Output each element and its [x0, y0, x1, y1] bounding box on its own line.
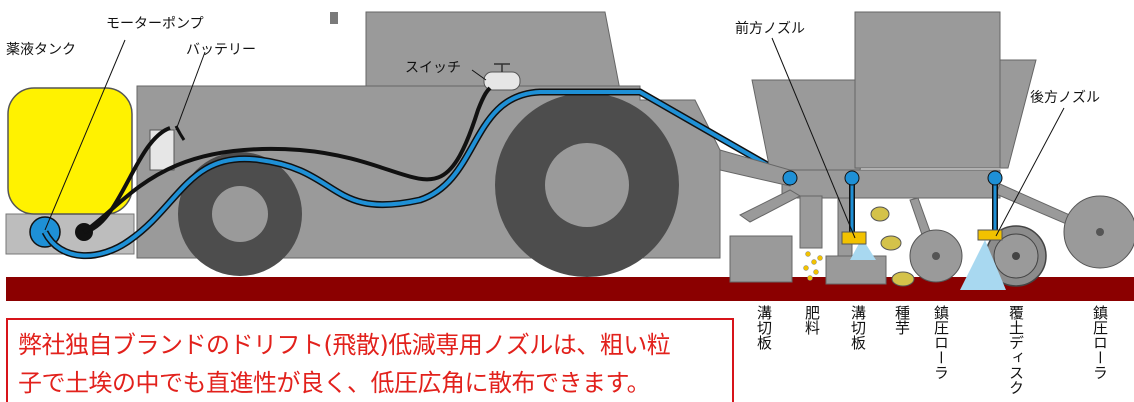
label-furrow-plate-2: 溝切板 — [849, 305, 867, 350]
front-nozzle-spray — [850, 238, 876, 260]
furrow-plate-1 — [729, 235, 793, 283]
label-battery: バッテリー — [186, 42, 256, 58]
seed-potato — [870, 206, 890, 222]
ground — [6, 277, 1134, 301]
planter — [719, 11, 1134, 287]
leader-lines — [44, 37, 1065, 239]
label-fertilizer: 肥料 — [803, 305, 821, 335]
notice-line-2: 子で土埃の中でも直進性が良く、低圧広角に散布できます。 — [18, 369, 651, 397]
label-furrow-plate-1: 溝切板 — [755, 305, 773, 350]
label-press-roller-1: 鎮圧ローラ — [932, 305, 950, 380]
rear-nozzle-spray — [960, 240, 1006, 290]
tractor — [136, 11, 721, 277]
notice-box: 弊社独自ブランドのドリフト(飛散)低減専用ノズルは、粗い粒 子で土埃の中でも直進… — [6, 318, 734, 402]
chemical-tank — [7, 87, 133, 215]
label-motor-pump: モーターポンプ — [106, 16, 204, 32]
switch — [483, 71, 521, 91]
fertilizer-granules — [803, 251, 823, 281]
rear-nozzle — [977, 229, 1003, 241]
label-chemical-tank: 薬液タンク — [6, 42, 76, 58]
label-switch: スイッチ — [405, 60, 461, 76]
label-covering-disc: 覆土ディスク — [1007, 305, 1025, 395]
front-nozzle — [841, 231, 867, 245]
label-press-roller-2: 鎮圧ローラ — [1091, 305, 1109, 380]
label-seed-potato: 種芋 — [893, 305, 911, 335]
nozzle-lines — [782, 170, 1003, 232]
label-rear-nozzle: 後方ノズル — [1030, 90, 1100, 106]
battery-box — [149, 129, 175, 171]
furrow-plate-2 — [825, 255, 887, 285]
hopper-right — [854, 11, 1001, 169]
label-front-nozzle: 前方ノズル — [735, 20, 805, 37]
notice-line-1: 弊社独自ブランドのドリフト(飛散)低減専用ノズルは、粗い粒 — [18, 331, 671, 359]
